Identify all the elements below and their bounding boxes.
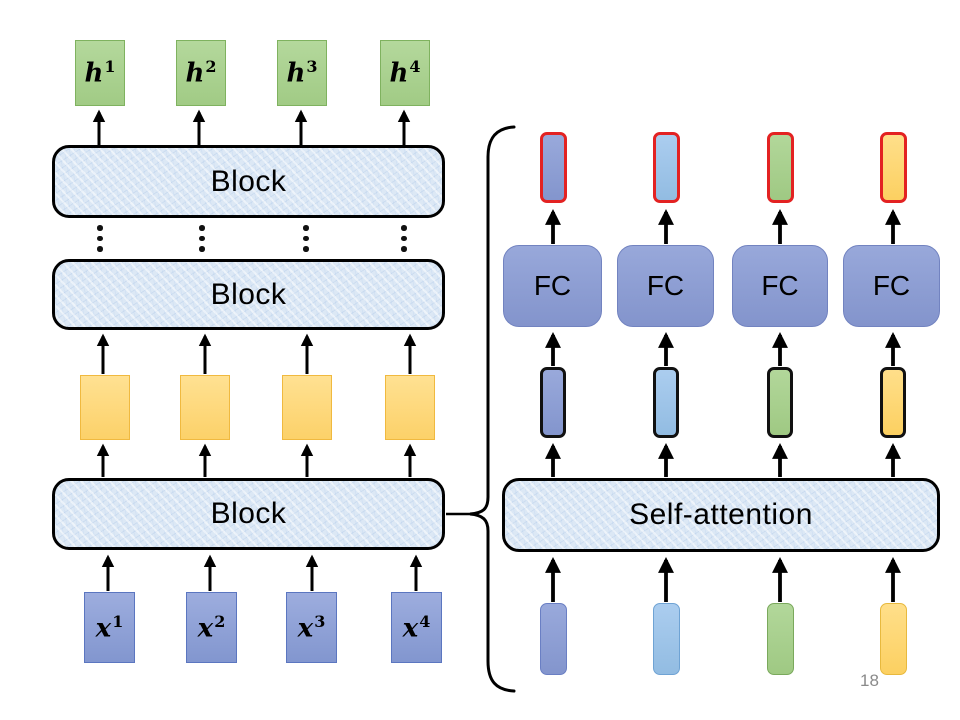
fc-box-4: FC xyxy=(843,245,940,327)
input-box-3: x3 xyxy=(286,592,337,663)
fc-box-3: FC xyxy=(732,245,828,327)
block-label: Block xyxy=(210,497,287,530)
input-label: x4 xyxy=(402,611,431,644)
fc-box-2: FC xyxy=(617,245,714,327)
block-label: Block xyxy=(210,164,287,198)
fc-label: FC xyxy=(761,270,799,301)
curly-brace-icon xyxy=(469,125,516,693)
hidden-output-label: h4 xyxy=(389,57,421,89)
output-vector-red-2 xyxy=(653,132,680,203)
block-top: Block xyxy=(52,145,445,218)
vertical-ellipsis-icon xyxy=(199,225,205,252)
input-vector-1 xyxy=(540,603,567,675)
embedding-box-4 xyxy=(385,375,435,440)
input-vector-2 xyxy=(653,603,680,675)
hidden-output-box-2: h2 xyxy=(176,40,226,106)
fc-box-1: FC xyxy=(503,245,602,327)
attention-vector-1 xyxy=(540,367,566,438)
attention-vector-3 xyxy=(767,367,793,438)
input-label: x2 xyxy=(197,611,226,644)
attention-vector-4 xyxy=(880,367,906,438)
hidden-output-label: h1 xyxy=(84,57,116,89)
fc-label: FC xyxy=(533,270,572,301)
output-vector-red-3 xyxy=(767,132,794,203)
block-label: Block xyxy=(210,277,287,311)
hidden-output-box-4: h4 xyxy=(380,40,430,106)
attention-vector-2 xyxy=(653,367,679,438)
embedding-box-1 xyxy=(80,375,130,440)
block-bottom: Block xyxy=(52,478,445,550)
output-vector-red-4 xyxy=(880,132,907,203)
input-vector-3 xyxy=(767,603,794,675)
hidden-output-label: h2 xyxy=(185,57,217,89)
vertical-ellipsis-icon xyxy=(401,225,407,252)
self-attention-label: Self-attention xyxy=(629,498,813,531)
self-attention-block: Self-attention xyxy=(502,478,940,552)
fc-label: FC xyxy=(872,270,911,301)
fc-label: FC xyxy=(646,270,685,301)
input-box-1: x1 xyxy=(84,592,135,663)
vertical-ellipsis-icon xyxy=(303,225,309,252)
hidden-output-box-3: h3 xyxy=(277,40,327,106)
output-vector-red-1 xyxy=(540,132,567,203)
input-label: x1 xyxy=(95,611,124,644)
input-box-4: x4 xyxy=(391,592,442,663)
embedding-box-2 xyxy=(180,375,230,440)
input-vector-4 xyxy=(880,603,907,675)
hidden-output-box-1: h1 xyxy=(75,40,125,106)
hidden-output-label: h3 xyxy=(286,57,318,89)
block-middle: Block xyxy=(52,259,445,330)
input-label: x3 xyxy=(297,611,326,644)
embedding-box-3 xyxy=(282,375,332,440)
page-number: 18 xyxy=(860,671,879,690)
input-box-2: x2 xyxy=(186,592,237,663)
vertical-ellipsis-icon xyxy=(97,225,103,252)
